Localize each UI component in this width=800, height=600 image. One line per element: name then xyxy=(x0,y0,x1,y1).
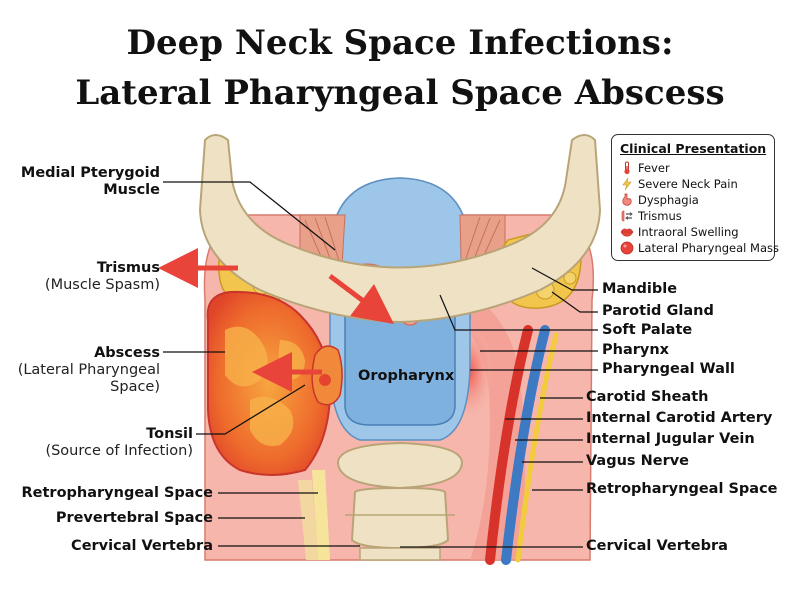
page-title-line1: Deep Neck Space Infections: xyxy=(126,23,674,63)
thermometer-icon xyxy=(624,161,630,175)
stomach-icon xyxy=(622,193,632,206)
lightning-icon xyxy=(622,177,632,191)
internal-carotid-artery xyxy=(485,325,533,565)
prevertebral-space-left xyxy=(298,480,318,560)
label-mandible: Mandible xyxy=(602,281,678,297)
label-pharynx: Pharynx xyxy=(602,342,670,358)
label-vagus-nerve: Vagus Nerve xyxy=(586,453,690,469)
label-retropharyngeal-right: Retropharyngeal Space xyxy=(586,481,778,497)
label-abscess: Abscess (Lateral Pharyngeal Space) xyxy=(17,345,160,395)
legend-item: Lateral Pharyngeal Mass xyxy=(620,240,779,256)
label-parotid-gland: Parotid Gland xyxy=(602,303,714,319)
legend-item: Intraoral Swelling xyxy=(620,224,766,240)
mandible-bone xyxy=(198,134,602,324)
label-cervical-vertebra-left: Cervical Vertebra xyxy=(71,538,213,554)
label-tonsil: Tonsil (Source of Infection) xyxy=(45,426,193,459)
cervical-vertebra-upper xyxy=(336,441,464,490)
label-prevertebral: Prevertebral Space xyxy=(55,510,213,526)
label-carotid-sheath: Carotid Sheath xyxy=(586,389,709,405)
label-trismus: Trismus (Muscle Spasm) xyxy=(44,260,160,293)
label-soft-palate: Soft Palate xyxy=(602,322,693,338)
label-cervical-vertebra-right: Cervical Vertebra xyxy=(586,538,728,554)
vagus-nerve xyxy=(515,332,559,563)
label-internal-carotid-artery: Internal Carotid Artery xyxy=(586,410,773,426)
mass-icon xyxy=(620,241,634,255)
label-retropharyngeal-left: Retropharyngeal Space xyxy=(21,485,213,501)
legend-title: Clinical Presentation xyxy=(620,141,767,156)
clinical-presentation-legend: Clinical Presentation Fever Severe Neck … xyxy=(611,134,779,261)
abscess-spread-arrow xyxy=(328,274,394,324)
jaw-icon xyxy=(621,210,633,222)
legend-item: Dysphagia xyxy=(620,192,766,208)
legend-item: Severe Neck Pain xyxy=(620,176,766,192)
label-medial-pterygoid: Medial Pterygoid Muscle xyxy=(20,165,160,198)
internal-jugular-vein xyxy=(501,325,550,565)
lips-icon xyxy=(620,228,634,237)
page-title-line2: Lateral Pharyngeal Space Abscess xyxy=(75,73,725,113)
cervical-vertebra-body xyxy=(350,486,450,550)
label-pharyngeal-wall: Pharyngeal Wall xyxy=(602,361,735,377)
pharyngeal-wall-shape xyxy=(455,300,525,560)
legend-item: Trismus xyxy=(620,208,766,224)
legend-item: Fever xyxy=(620,160,766,176)
label-internal-jugular-vein: Internal Jugular Vein xyxy=(586,431,755,447)
label-oropharynx: Oropharynx xyxy=(358,368,455,384)
